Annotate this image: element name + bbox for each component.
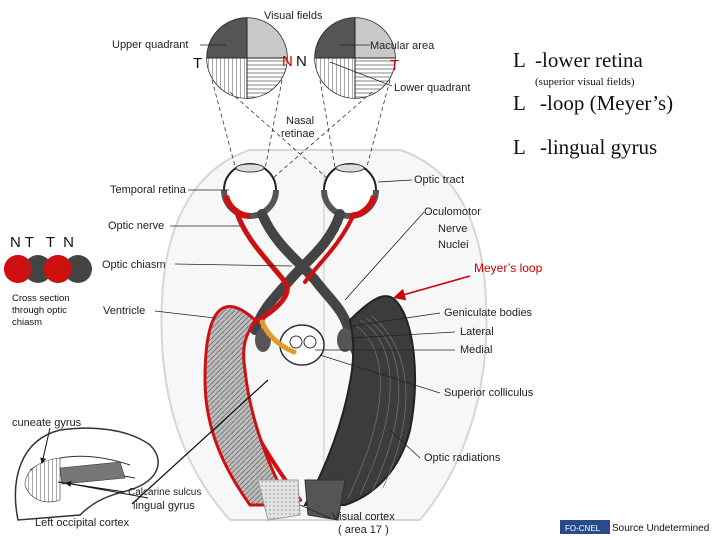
footer-badge-text: FO-CNEL <box>565 524 601 533</box>
meyers-loop-path <box>259 319 297 355</box>
label-left-occipital: Left occipital cortex <box>35 517 130 529</box>
label-nasal-2: retinae <box>281 128 315 140</box>
visual-cortex <box>257 479 346 521</box>
footer-badge: FO-CNEL <box>560 520 610 534</box>
eye-left <box>221 163 279 219</box>
midbrain <box>255 324 353 366</box>
lingual-arrow-2 <box>131 379 269 505</box>
label-nuclei: Nuclei <box>438 239 469 251</box>
field-letter-n-left: N <box>282 53 293 70</box>
footer-source: Source Undetermined <box>612 523 709 534</box>
annotation-lingual-gyrus: lingual gyrus <box>133 500 195 512</box>
note-2-bullet: L <box>513 91 526 115</box>
lingual-arrow-1 <box>65 480 149 499</box>
visual-field-right <box>314 17 396 99</box>
note-2-text: -loop (Meyer’s) <box>540 91 673 115</box>
note-1-sub: (superior visual fields) <box>535 76 635 88</box>
label-visual-cortex: Visual cortex <box>332 511 395 523</box>
label-medial: Medial <box>460 344 492 356</box>
label-visual-fields: Visual fields <box>264 10 323 22</box>
label-calcarine: Calcarine sulcus <box>128 487 201 498</box>
occipital-inset <box>14 427 159 521</box>
label-temporal-retina: Temporal retina <box>110 184 187 196</box>
label-area17: ( area 17 ) <box>338 524 389 536</box>
label-optic-radiations: Optic radiations <box>424 452 501 464</box>
projection-lines <box>211 79 391 186</box>
label-nerve: Nerve <box>438 223 467 235</box>
label-upper-quadrant: Upper quadrant <box>112 39 188 51</box>
label-optic-nerve: Optic nerve <box>108 220 164 232</box>
note-1-text: -lower retina <box>535 48 644 72</box>
note-1-bullet: L <box>513 48 526 72</box>
label-superior-colliculus: Superior colliculus <box>444 387 534 399</box>
label-optic-tract: Optic tract <box>414 174 464 186</box>
note-3-bullet: L <box>513 135 526 159</box>
field-letter-t-right: T <box>390 57 399 74</box>
annotation-cross-section-2: through optic <box>12 305 67 316</box>
eye-right <box>321 163 379 219</box>
label-ventricle: Ventricle <box>103 305 145 317</box>
label-macular-area: Macular area <box>370 40 435 52</box>
visual-field-left <box>206 17 288 99</box>
annotation-nt-row: N T T N <box>10 234 74 251</box>
field-letter-t-left: T <box>193 55 202 72</box>
optic-radiation-left <box>203 305 293 507</box>
annotation-cross-section-1: Cross section <box>12 293 70 304</box>
label-oculomotor: Oculomotor <box>424 206 481 218</box>
annotation-cuneate-gyrus: cuneate gyrus <box>12 417 82 429</box>
label-optic-chiasm: Optic chiasm <box>102 259 166 271</box>
field-letter-n-right: N <box>296 53 307 70</box>
meyer-arrow <box>393 275 471 301</box>
annotation-meyers-loop: Meyer’s loop <box>474 261 543 275</box>
label-lower-quadrant: Lower quadrant <box>394 82 470 94</box>
label-geniculate: Geniculate bodies <box>444 307 533 319</box>
label-lateral: Lateral <box>460 326 494 338</box>
note-3-text: -lingual gyrus <box>540 135 657 159</box>
chiasm-cross-section <box>4 255 92 283</box>
cuneate-arrow <box>40 427 51 464</box>
label-nasal-1: Nasal <box>286 115 314 127</box>
annotation-cross-section-3: chiasm <box>12 317 42 328</box>
leader-lines <box>154 44 456 519</box>
